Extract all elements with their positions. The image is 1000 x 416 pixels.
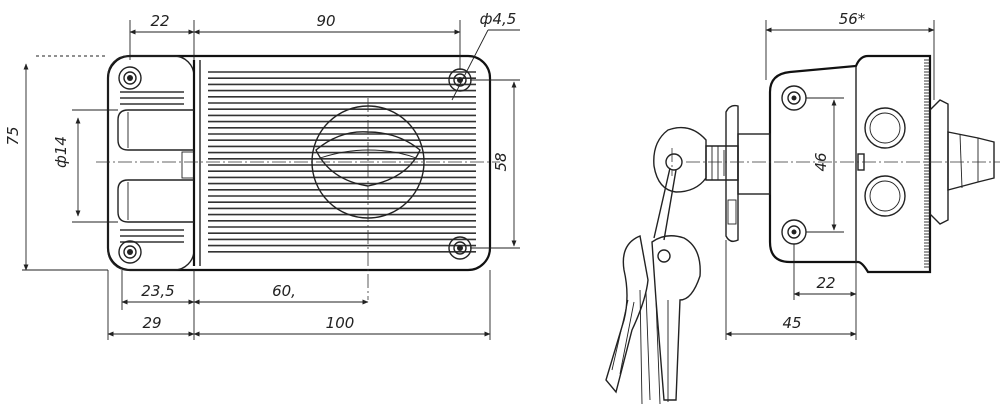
side-screw-top [781, 85, 807, 111]
dim-29: 29 [142, 314, 161, 332]
lock-housing-outline [106, 54, 492, 272]
dim-60: 60, [272, 282, 296, 300]
dim-hole-diameter: ф4,5 [480, 10, 517, 28]
side-bolt-bottom [864, 175, 906, 217]
cylinder-flange [725, 104, 739, 243]
dim-bolt-diameter: ф14 [52, 136, 70, 168]
key-main [653, 126, 739, 193]
dim-75-height: 75 [4, 126, 22, 145]
dim-45: 45 [782, 314, 801, 332]
bolt-upper [117, 109, 194, 151]
side-screw-bottom [781, 219, 807, 245]
side-bolt-top [864, 107, 906, 149]
housing-grooves [208, 71, 476, 253]
bolt-lower [117, 179, 194, 223]
dim-90-top: 90 [316, 12, 335, 30]
side-knob [947, 131, 995, 191]
side-rosette [929, 99, 949, 225]
dim-56: 56* [839, 10, 866, 28]
dim-22-side: 22 [816, 274, 835, 292]
side-knurl [924, 59, 930, 268]
screw-hole-top-left [118, 66, 142, 90]
screw-hole-bottom-right [448, 236, 472, 260]
side-body-outline [768, 54, 932, 274]
left-end-plate [107, 55, 195, 271]
dim-58-height: 58 [492, 152, 510, 171]
key-ring [653, 167, 677, 241]
dim-22-top: 22 [150, 12, 169, 30]
dim-46: 46 [812, 152, 830, 171]
dim-23-5: 23,5 [141, 282, 174, 300]
key-bunch [605, 235, 701, 405]
dim-100: 100 [326, 314, 355, 332]
front-view: 22 90 ф4,5 75 ф14 58 23,5 60, [4, 10, 520, 340]
end-plate-grooves [120, 91, 184, 243]
bolt-connector [181, 151, 195, 179]
screw-hole-bottom-left [118, 240, 142, 264]
side-view: 56* 46 22 45 [605, 10, 1000, 405]
